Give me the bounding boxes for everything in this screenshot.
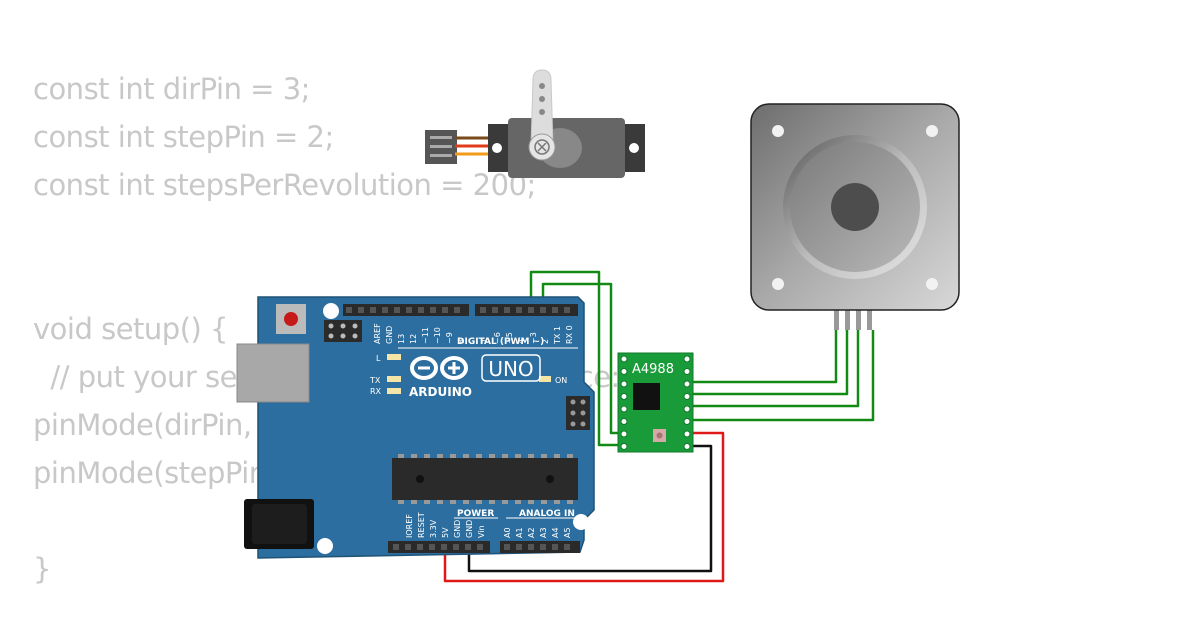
- digital-pin-label: 12: [409, 334, 418, 344]
- digital-pin-label: ~5: [505, 332, 514, 344]
- led-on-label: ON: [555, 376, 567, 385]
- wire-gnd[interactable]: [467, 444, 713, 573]
- led-tx-label: TX: [369, 376, 381, 385]
- digital-pin-label: 4: [517, 339, 526, 344]
- arduino-logo-icon: [410, 356, 468, 380]
- analog-pin-label: A1: [515, 527, 524, 538]
- analog-pin-label: A4: [551, 527, 560, 538]
- led-rx: [387, 388, 401, 394]
- driver-label: A4988: [632, 362, 674, 377]
- led-on: [539, 376, 551, 382]
- wire-coil-3[interactable]: [687, 330, 860, 408]
- code-line: const int stepsPerRevolution = 200;: [33, 168, 536, 202]
- analog-pin-label: A3: [539, 527, 548, 538]
- power-header: [388, 541, 490, 553]
- digital-pin-label: 8: [457, 339, 466, 344]
- digital-pin-label: GND: [385, 326, 394, 344]
- digital-pin-label: 7: [481, 339, 490, 344]
- digital-pin-label: 13: [397, 334, 406, 344]
- power-pin-label: 5V: [441, 527, 450, 538]
- led-rx-label: RX: [370, 387, 382, 396]
- power-pin-label: IOREF: [405, 514, 414, 538]
- wires: [443, 270, 875, 583]
- wire-coil-1[interactable]: [687, 330, 838, 384]
- code-line: const int stepPin = 2;: [33, 120, 334, 154]
- led-l-label: L: [376, 354, 381, 363]
- digital-pin-label: ~9: [445, 332, 454, 344]
- code-line: const int dirPin = 3;: [33, 72, 310, 106]
- analog-pin-label: A0: [503, 527, 512, 538]
- power-pin-label: Vin: [477, 525, 486, 538]
- arduino-brand: ARDUINO: [409, 385, 472, 399]
- code-line: }: [33, 552, 51, 586]
- power-pin-label: GND: [465, 520, 474, 538]
- wire-step[interactable]: [541, 282, 623, 435]
- digital-pin-label: ~3: [529, 332, 538, 344]
- arduino-model: UNO: [488, 357, 533, 381]
- led-tx: [387, 376, 401, 382]
- power-pin-label: RESET: [417, 512, 426, 538]
- led-l: [387, 354, 401, 360]
- wire-coil-2[interactable]: [687, 330, 849, 396]
- digital-pin-label: ~11: [421, 327, 430, 344]
- power-pin-label: GND: [453, 520, 462, 538]
- digital-header-right: [475, 304, 578, 316]
- driver-chip: [633, 383, 660, 410]
- wire-coil-4[interactable]: [687, 330, 875, 422]
- digital-pin-label: ~10: [433, 327, 442, 344]
- code-line: void setup() {: [33, 312, 228, 346]
- icsp-header: [566, 396, 590, 430]
- digital-pin-label: RX 0: [565, 325, 574, 344]
- servo-horn[interactable]: [530, 69, 554, 147]
- power-pin-label: 3.3V: [429, 519, 438, 538]
- digital-pin-label: TX 1: [553, 326, 562, 345]
- stepper-shaft: [831, 183, 879, 231]
- stepper-motor[interactable]: [750, 103, 960, 330]
- digital-pin-label: 2: [541, 339, 550, 344]
- usb-port: [236, 343, 310, 403]
- power-header-label: POWER: [457, 509, 494, 519]
- analog-pin-label: A5: [563, 527, 572, 538]
- analog-header-label: ANALOG IN: [519, 509, 575, 519]
- servo-motor[interactable]: [425, 69, 645, 178]
- digital-pin-label: AREF: [373, 323, 382, 344]
- digital-header-label: DIGITAL (PWM ~): [457, 337, 544, 347]
- digital-pin-label: ~6: [493, 332, 502, 344]
- wire-dir[interactable]: [529, 270, 623, 447]
- a4988-driver[interactable]: A4988: [617, 352, 694, 453]
- analog-pin-label: A2: [527, 527, 536, 538]
- wire-5v[interactable]: [443, 431, 725, 583]
